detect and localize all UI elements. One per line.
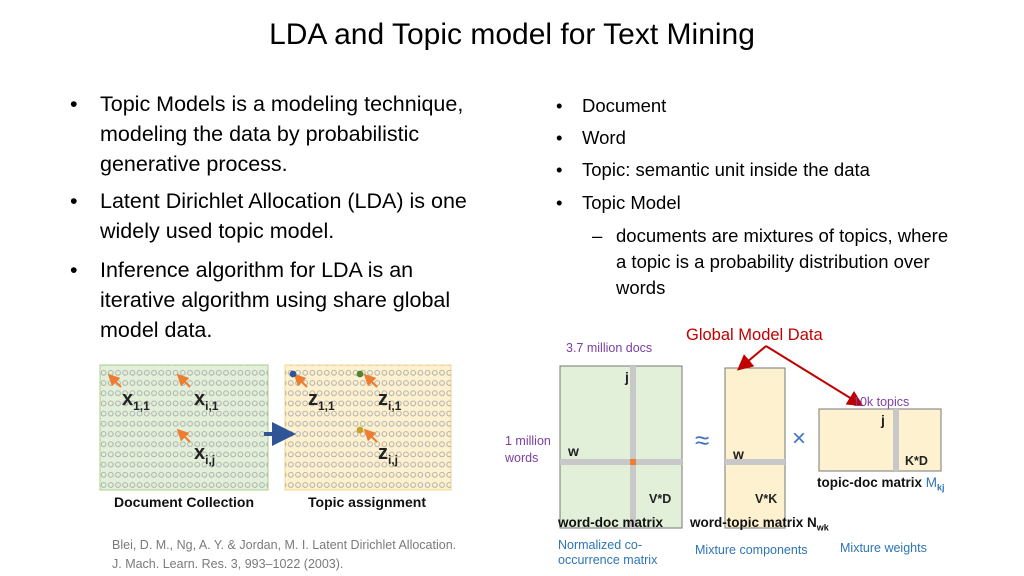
normalized-line-1: Normalized co- bbox=[558, 538, 643, 552]
citation-line-1: Blei, D. M., Ng, A. Y. & Jordan, M. I. L… bbox=[112, 538, 457, 552]
arrow-to-word-topic-icon bbox=[736, 345, 767, 371]
word-topic-dim-label: V*K bbox=[755, 492, 778, 506]
topic-doc-column-j bbox=[893, 409, 899, 471]
topic-dot-green bbox=[356, 370, 364, 378]
word-doc-row-w bbox=[560, 459, 682, 465]
pointer-arrow-icon bbox=[107, 373, 122, 388]
right-sub-bullet-text: documents are mixtures of topics, where … bbox=[616, 225, 949, 298]
pointer-arrow-icon bbox=[293, 373, 308, 388]
topic-doc-dim-label: K*D bbox=[905, 454, 928, 468]
approx-symbol: ≈ bbox=[695, 425, 710, 455]
topic-assignment-caption: Topic assignment bbox=[308, 494, 426, 510]
word-topic-matrix bbox=[724, 367, 786, 529]
topic-doc-matrix-caption: topic-doc matrix Mkj bbox=[817, 475, 945, 493]
label-x11: x1,1 bbox=[122, 388, 150, 413]
topic-dot-blue bbox=[289, 370, 297, 378]
lda-illustration-graphic bbox=[99, 364, 452, 491]
words-count-line-2: words bbox=[505, 451, 539, 465]
mixture-components-label: Mixture components bbox=[695, 543, 808, 557]
pointer-arrow-icon bbox=[176, 373, 191, 388]
label-z11: z1,1 bbox=[308, 388, 335, 413]
word-doc-cell bbox=[630, 459, 636, 465]
word-topic-row-w bbox=[725, 459, 785, 465]
word-doc-column-j bbox=[630, 366, 636, 528]
label-xij: xi,j bbox=[194, 442, 216, 467]
left-bullet-1: • Topic Models is a modeling technique, … bbox=[70, 89, 470, 179]
bullet-dot: • bbox=[556, 127, 563, 148]
bullet-dot: • bbox=[556, 159, 563, 180]
word-doc-dim-label: V*D bbox=[649, 492, 672, 506]
topic-dot-yellow bbox=[356, 426, 364, 434]
docs-count-label: 3.7 million docs bbox=[566, 341, 653, 355]
pointer-arrow-icon bbox=[363, 428, 378, 443]
topic-doc-j-label: j bbox=[881, 412, 885, 428]
word-topic-matrix-caption: word-topic matrix Nwk bbox=[690, 515, 829, 533]
normalized-line-2: occurrence matrix bbox=[558, 553, 658, 567]
right-bullet-topic: • Topic: semantic unit inside the data bbox=[556, 157, 956, 183]
left-bullet-3: • Inference algorithm for LDA is an iter… bbox=[70, 255, 470, 345]
bullet-dot: • bbox=[70, 189, 78, 213]
right-bullet-text: Word bbox=[582, 127, 626, 148]
right-bullet-topic-model: • Topic Model bbox=[556, 190, 956, 216]
left-bullet-text: Inference algorithm for LDA is an iterat… bbox=[100, 258, 451, 342]
right-bullet-text: Topic: semantic unit inside the data bbox=[582, 159, 870, 180]
label-zi1: zi,1 bbox=[378, 388, 402, 413]
right-sub-bullet: – documents are mixtures of topics, wher… bbox=[592, 223, 952, 301]
slide-title: LDA and Topic model for Text Mining bbox=[269, 18, 755, 51]
word-topic-w-label: w bbox=[733, 446, 744, 462]
pointer-arrow-icon bbox=[363, 373, 378, 388]
words-count-line-1: 1 million bbox=[505, 434, 551, 448]
right-bullet-document: • Document bbox=[556, 93, 956, 119]
normalized-cooccurrence-label: Normalized co- occurrence matrix bbox=[558, 538, 657, 568]
matrix-factorization-graphic bbox=[559, 345, 942, 529]
citation: Blei, D. M., Ng, A. Y. & Jordan, M. I. L… bbox=[112, 536, 512, 574]
right-bullet-word: • Word bbox=[556, 125, 956, 151]
left-bullet-text: Latent Dirichlet Allocation (LDA) is one… bbox=[100, 189, 467, 243]
lda-illustration: x1,1 xi,1 xi,j z1,1 zi,1 zi,j Document C… bbox=[96, 362, 456, 522]
word-doc-matrix-caption: word-doc matrix bbox=[558, 515, 664, 530]
pointer-arrow-icon bbox=[176, 428, 191, 443]
bullet-dot: • bbox=[556, 192, 563, 213]
document-collection-caption: Document Collection bbox=[114, 494, 255, 510]
word-doc-w-label: w bbox=[568, 443, 579, 459]
topics-count-label: 10k topics bbox=[853, 395, 910, 409]
right-bullet-text: Document bbox=[582, 95, 667, 116]
right-bullet-text: Topic Model bbox=[582, 192, 681, 213]
mixture-weights-label: Mixture weights bbox=[840, 541, 927, 555]
word-doc-j-label: j bbox=[625, 369, 629, 385]
bullet-dot: • bbox=[70, 92, 78, 116]
dash-glyph: – bbox=[592, 225, 603, 246]
left-bullet-2: • Latent Dirichlet Allocation (LDA) is o… bbox=[70, 186, 470, 246]
bullet-dot: • bbox=[556, 95, 563, 116]
label-zij: zi,j bbox=[378, 442, 399, 467]
word-doc-matrix bbox=[559, 365, 683, 529]
global-model-data-label: Global Model Data bbox=[686, 326, 823, 344]
bullet-dot: • bbox=[70, 258, 78, 282]
left-bullet-text: Topic Models is a modeling technique, mo… bbox=[100, 92, 464, 176]
citation-line-2: J. Mach. Learn. Res. 3, 993–1022 (2003). bbox=[112, 557, 344, 571]
times-symbol: × bbox=[792, 425, 807, 452]
words-count-label: 1 million words bbox=[505, 433, 551, 467]
arrow-to-topic-doc-icon bbox=[765, 345, 864, 407]
label-xi1: xi,1 bbox=[194, 388, 219, 413]
topic-doc-matrix bbox=[818, 408, 942, 472]
